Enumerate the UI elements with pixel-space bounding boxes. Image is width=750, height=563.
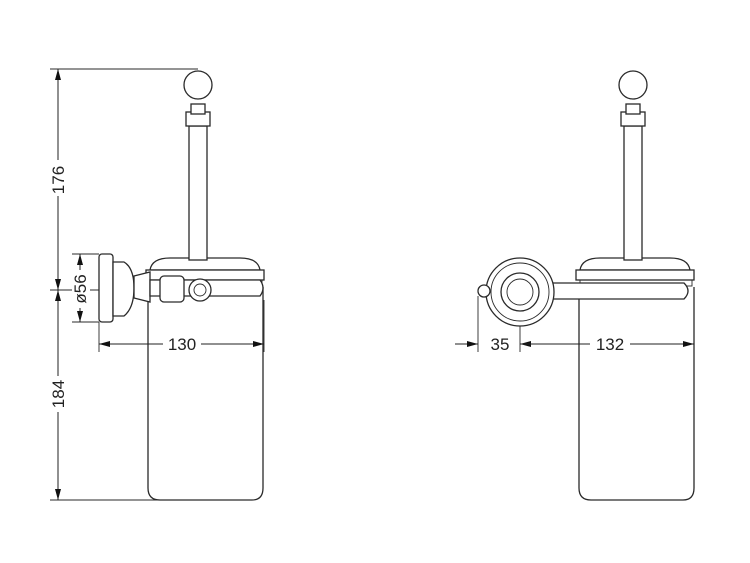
dim-label-176: 176 xyxy=(49,166,68,194)
front-handle-rod xyxy=(623,125,643,261)
front-view xyxy=(477,70,695,501)
front-lid xyxy=(579,257,691,271)
front-knob xyxy=(618,70,648,100)
side-view xyxy=(98,70,265,501)
dim-label-35: 35 xyxy=(491,335,510,354)
front-holder-arm xyxy=(544,282,689,300)
side-handle-rod xyxy=(188,125,208,261)
side-wall-rosette xyxy=(98,253,114,323)
dim-label-130: 130 xyxy=(168,335,196,354)
dim-label-184: 184 xyxy=(49,380,68,408)
front-end-cap xyxy=(477,284,491,298)
side-knob xyxy=(183,70,213,100)
front-glass-cup xyxy=(578,287,695,501)
side-glass-cup xyxy=(147,287,264,501)
dimension-labels: 176 184 ø56 130 35 132 xyxy=(48,160,630,412)
dim-label-132: 132 xyxy=(596,335,624,354)
side-holder-ring xyxy=(188,278,212,302)
side-lid xyxy=(149,257,261,271)
dim-label-diameter-56: ø56 xyxy=(71,274,90,303)
